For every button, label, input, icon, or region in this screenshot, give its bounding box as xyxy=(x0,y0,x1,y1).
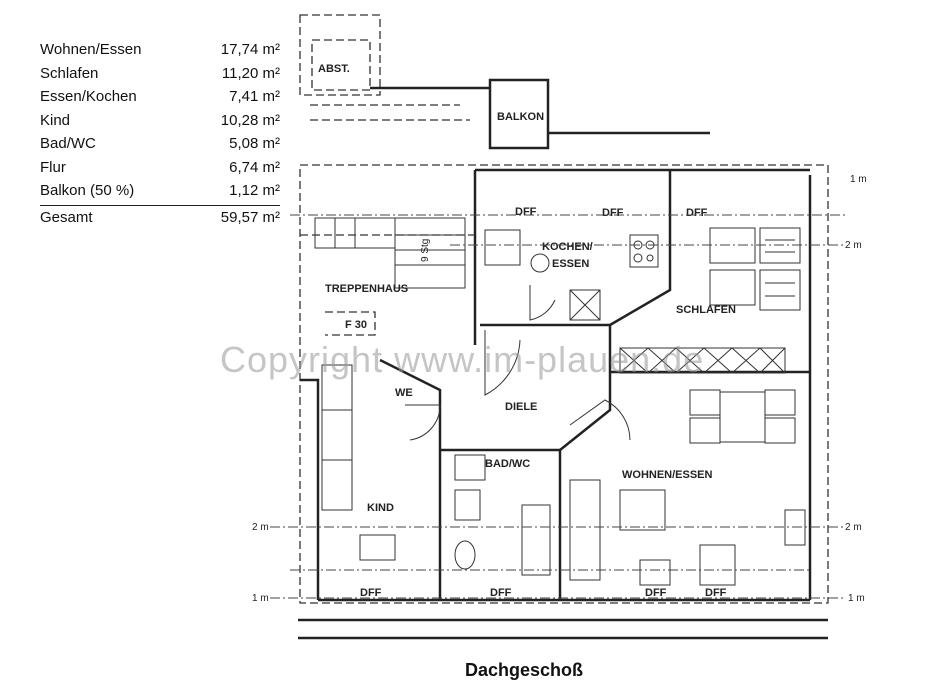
total-label: Gesamt xyxy=(40,208,93,226)
room-size: 17,74 m² xyxy=(220,41,280,58)
room-size: 10,28 m² xyxy=(220,111,280,129)
wohnen-label: WOHNEN/ESSEN xyxy=(622,469,713,481)
f30-label: F 30 xyxy=(345,319,367,331)
area-row: Essen/Kochen 7,41 m² xyxy=(40,85,280,109)
area-row: Balkon (50 %) 1,12 m² xyxy=(40,179,280,203)
room-name: Essen/Kochen xyxy=(40,88,137,105)
dim-label: 2 m xyxy=(845,522,862,533)
dff-label: DFF xyxy=(490,587,512,599)
staircase: 9 Stg TREPPENHAUS F 30 WE xyxy=(314,217,466,399)
watermark: Copyright www.im-plauen.de xyxy=(220,339,705,380)
living-room: WOHNEN/ESSEN DFF DFF xyxy=(569,389,806,599)
room-size: 7,41 m² xyxy=(229,88,280,105)
area-row: Kind 10,28 m² xyxy=(40,109,280,133)
balkon-label: BALKON xyxy=(497,111,544,123)
area-table: Wohnen/Essen 17,74 m² Schlafen 11,20 m² Es… xyxy=(40,38,280,229)
kitchen: KOCHEN/ ESSEN DFF DFF xyxy=(480,170,672,327)
dff-label: DFF xyxy=(686,207,708,219)
total-size: 59,57 m² xyxy=(220,208,280,226)
abst-label: ABST. xyxy=(318,63,350,75)
area-row: Bad/WC 5,08 m² xyxy=(40,132,280,156)
schlafen-label: SCHLAFEN xyxy=(676,304,736,316)
sofa xyxy=(569,479,601,581)
stove-icon xyxy=(629,234,659,268)
kochen-label: KOCHEN/ xyxy=(542,241,593,253)
dff-label: DFF xyxy=(645,587,667,599)
abst-area: ABST. xyxy=(299,14,381,96)
diele: DIELE xyxy=(379,325,612,600)
dim-label: 1 m xyxy=(252,593,269,604)
dff-label: DFF xyxy=(360,587,382,599)
room-name: Bad/WC xyxy=(40,135,96,152)
dim-label: 2 m xyxy=(845,240,862,251)
room-name: Wohnen/Essen xyxy=(40,41,142,58)
outer-roof-line xyxy=(299,164,829,604)
dff-label: DFF xyxy=(515,206,537,218)
bad-label: BAD/WC xyxy=(485,458,530,470)
dff-label: DFF xyxy=(602,207,624,219)
dim-label: 2 m xyxy=(252,522,269,533)
room-name: Flur xyxy=(40,158,66,176)
diele-label: DIELE xyxy=(505,401,537,413)
table xyxy=(484,229,521,266)
room-size: 5,08 m² xyxy=(229,135,280,152)
height-lines: 1 m 2 m 2 m 2 m 1 m 1 m xyxy=(252,174,867,604)
bathroom: BAD/WC DFF xyxy=(454,454,551,599)
dim-label: 1 m xyxy=(850,174,867,185)
dim-label: 1 m xyxy=(848,593,865,604)
room-size: 1,12 m² xyxy=(229,182,280,199)
floor-title: Dachgeschoß xyxy=(465,660,584,680)
wardrobe xyxy=(619,347,786,374)
kind-label: KIND xyxy=(367,502,394,514)
area-total-row: Gesamt 59,57 m² xyxy=(40,204,280,230)
area-row: Wohnen/Essen 17,74 m² xyxy=(40,38,280,62)
room-name: Kind xyxy=(40,111,71,129)
we-label: WE xyxy=(395,387,413,399)
room-size: 11,20 m² xyxy=(221,64,280,82)
kind-room: KIND DFF xyxy=(321,364,441,599)
balkon: BALKON xyxy=(488,78,550,150)
dff-label: DFF xyxy=(705,587,727,599)
area-row: Schlafen 11,20 m² xyxy=(40,62,280,86)
room-name: Balkon (50 %) xyxy=(40,182,135,199)
area-row: Flur 6,74 m² xyxy=(40,156,280,180)
essen-label: ESSEN xyxy=(552,258,589,270)
room-size: 6,74 m² xyxy=(229,158,280,176)
treppenhaus-label: TREPPENHAUS xyxy=(325,283,408,295)
bathtub xyxy=(521,504,551,576)
room-name: Schlafen xyxy=(40,64,99,82)
stair-count-label: 9 Stg xyxy=(420,239,431,262)
